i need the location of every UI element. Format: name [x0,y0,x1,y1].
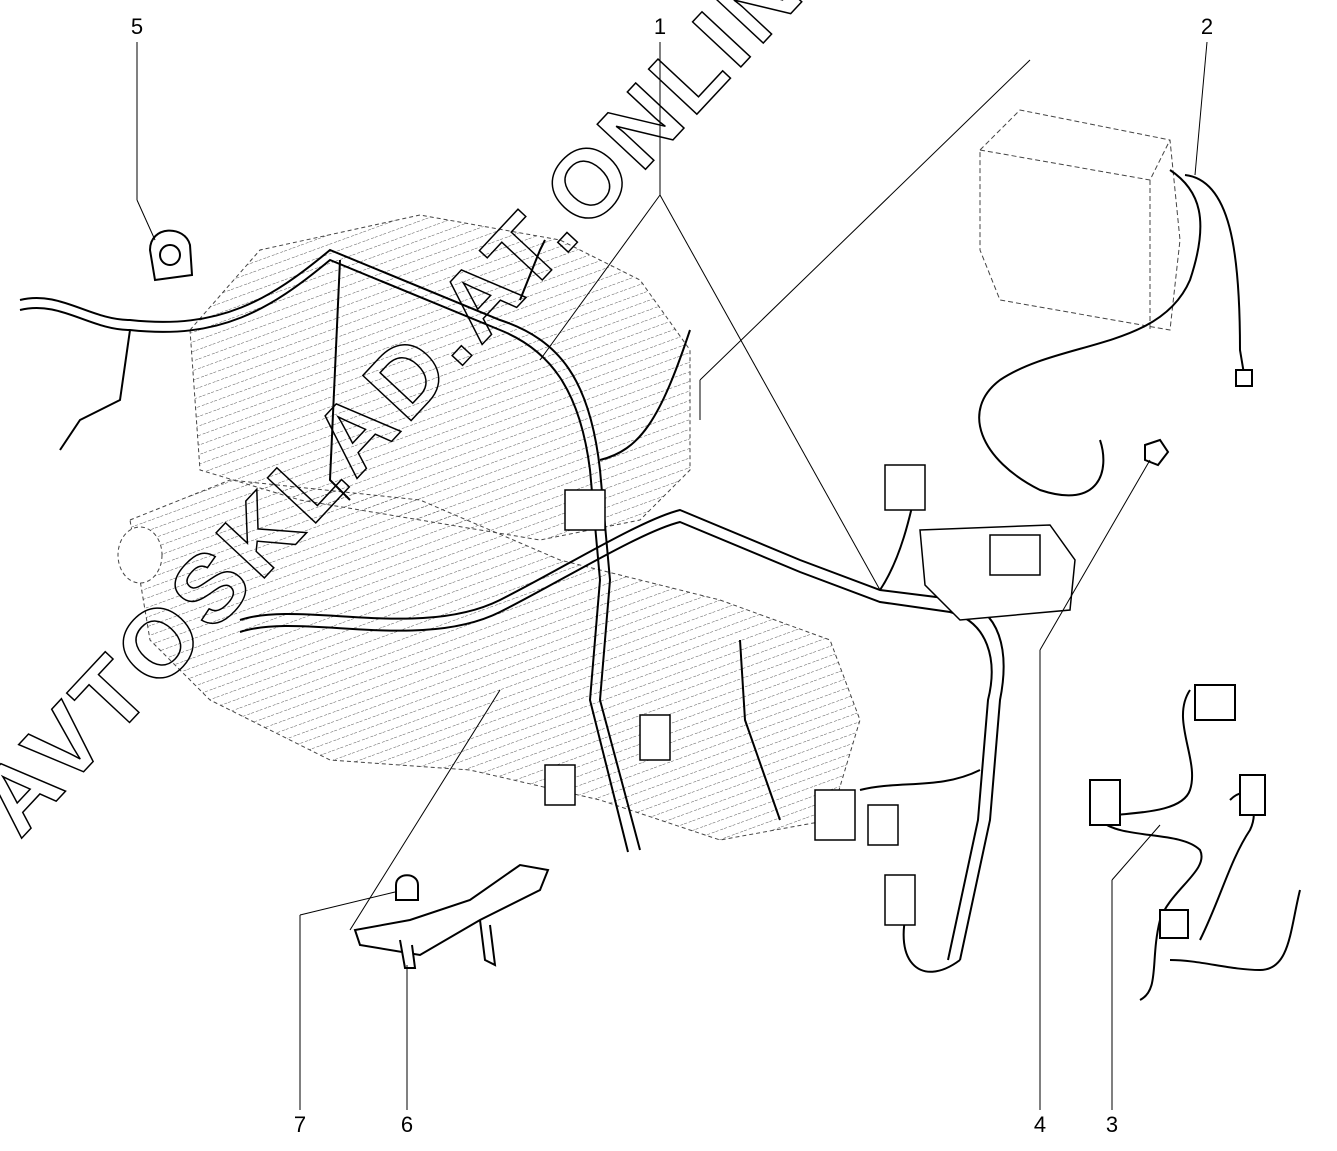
fuse-box [544,464,1076,926]
callout-3: 3 [1105,1112,1119,1137]
grommet-5 [148,229,194,282]
engine-block [117,214,861,841]
callout-1: 1 [653,14,667,39]
callout-5: 5 [130,14,144,39]
callout-2: 2 [1200,14,1214,39]
battery [979,109,1181,331]
battery-cable-2 [978,169,1253,497]
nut-4 [1144,438,1170,467]
leader-lines [136,41,1208,1110]
callout-6: 6 [400,1112,414,1137]
nut-7 [395,874,419,901]
bracket-6 [353,863,550,969]
callout-4: 4 [1033,1112,1047,1137]
callout-7: 7 [293,1112,307,1137]
harness-3 [1089,684,1301,1001]
